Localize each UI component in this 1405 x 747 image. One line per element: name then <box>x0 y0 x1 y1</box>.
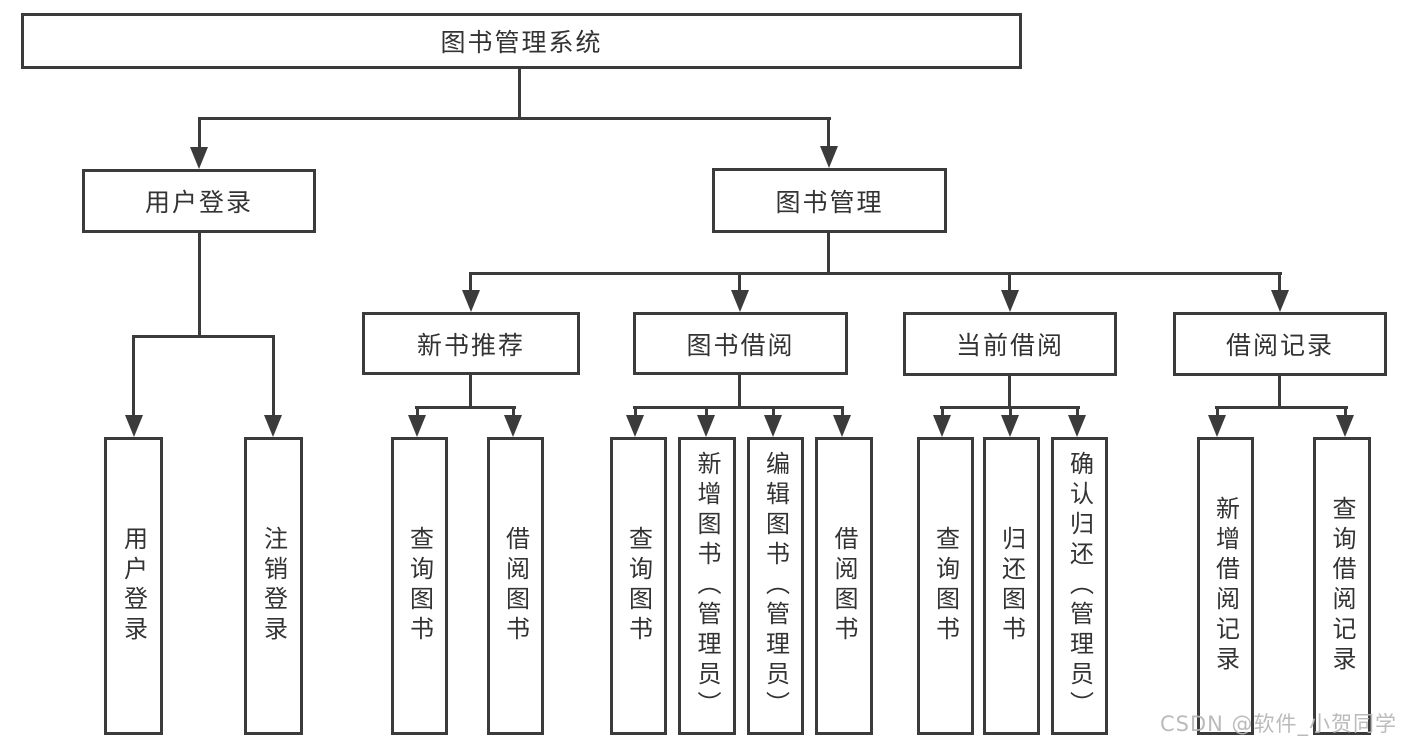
edge-line <box>1216 406 1219 420</box>
csdn-watermark: CSDN @软件_小贺同学 <box>1160 712 1398 736</box>
leaf-logout: 注销登录 <box>244 437 303 735</box>
edge-line <box>1076 406 1079 420</box>
leaf-label: 注销登录 <box>259 526 288 646</box>
edge-line <box>272 335 275 423</box>
edge-line <box>941 406 944 420</box>
node-book-management: 图书管理 <box>712 168 947 233</box>
leaf-label: 查询借阅记录 <box>1328 496 1356 676</box>
leaf-edit-book-admin: 编辑图书（管理员） <box>747 437 804 735</box>
arrow-down-icon <box>697 415 715 437</box>
arrow-down-icon <box>626 415 644 437</box>
edge-line <box>512 406 515 420</box>
leaf-label: 查询图书 <box>405 526 434 646</box>
edge-line <box>705 406 708 420</box>
node-label: 图书管理 <box>775 187 884 217</box>
edge-line <box>132 335 275 338</box>
leaf-add-borrow-record: 新增借阅记录 <box>1197 437 1254 735</box>
leaf-query-borrow-record: 查询借阅记录 <box>1313 437 1371 735</box>
edge-line <box>1215 406 1348 409</box>
edge-line <box>198 232 201 338</box>
arrow-down-icon <box>1208 415 1226 437</box>
node-label: 新书推荐 <box>416 330 525 360</box>
edge-line <box>416 406 419 420</box>
arrow-down-icon <box>264 415 282 437</box>
edge-line <box>633 406 844 409</box>
edge-line <box>1008 272 1011 302</box>
leaf-return-books: 归还图书 <box>983 437 1040 735</box>
leaf-add-book-admin: 新增图书（管理员） <box>678 437 736 735</box>
arrow-down-icon <box>1001 415 1019 437</box>
arrow-down-icon <box>1001 290 1019 312</box>
edge-line <box>1009 406 1012 420</box>
leaf-label: 借阅图书 <box>501 526 530 646</box>
leaf-label: 归还图书 <box>997 526 1026 646</box>
node-current-borrowing: 当前借阅 <box>903 312 1117 376</box>
arrow-down-icon <box>1068 415 1086 437</box>
arrow-down-icon <box>408 415 426 437</box>
leaf-user-login: 用户登录 <box>104 437 163 735</box>
edge-line <box>1278 272 1281 302</box>
edge-line <box>827 232 830 275</box>
edge-line <box>469 272 1282 275</box>
arrow-down-icon <box>1271 290 1289 312</box>
node-user-login: 用户登录 <box>82 169 316 233</box>
edge-line <box>198 117 831 120</box>
edge-line <box>738 374 741 409</box>
leaf-confirm-return-admin: 确认归还（管理员） <box>1051 437 1108 735</box>
arrow-down-icon <box>125 415 143 437</box>
arrow-down-icon <box>1336 415 1354 437</box>
arrow-down-icon <box>764 415 782 437</box>
leaf-label: 查询图书 <box>931 526 960 646</box>
edge-line <box>634 406 637 420</box>
arrow-down-icon <box>190 147 208 169</box>
arrow-down-icon <box>504 415 522 437</box>
edge-line <box>1344 406 1347 420</box>
arrow-down-icon <box>933 415 951 437</box>
leaf-label: 新增图书（管理员） <box>693 451 721 721</box>
node-label: 用户登录 <box>144 188 253 217</box>
arrow-down-icon <box>833 415 851 437</box>
leaf-borrow-books-recommend: 借阅图书 <box>487 437 544 735</box>
node-book-borrowing: 图书借阅 <box>633 312 848 375</box>
leaf-label: 借阅图书 <box>830 526 858 646</box>
node-label: 图书借阅 <box>686 330 795 360</box>
arrow-down-icon <box>820 146 838 168</box>
arrow-down-icon <box>462 290 480 312</box>
edge-line <box>415 406 516 409</box>
leaf-query-books-recommend: 查询图书 <box>391 437 448 735</box>
leaf-label: 确认归还（管理员） <box>1065 451 1094 721</box>
arrow-down-icon <box>731 290 749 312</box>
edge-line <box>841 406 844 420</box>
node-borrowing-records: 借阅记录 <box>1173 312 1387 376</box>
leaf-query-books-borrow: 查询图书 <box>610 437 667 735</box>
edge-line <box>132 335 135 423</box>
leaf-label: 查询图书 <box>624 526 653 646</box>
edge-line <box>518 68 521 120</box>
edge-line <box>772 406 775 420</box>
edge-line <box>1008 375 1011 409</box>
edge-line <box>469 374 472 409</box>
node-new-book-recommend: 新书推荐 <box>362 312 580 375</box>
leaf-label: 编辑图书（管理员） <box>761 451 790 721</box>
edge-line <box>827 117 830 155</box>
edge-line <box>738 272 741 302</box>
leaf-label: 用户登录 <box>119 526 148 646</box>
edge-line <box>198 117 201 155</box>
node-label: 当前借阅 <box>955 331 1064 360</box>
node-book-management-system: 图书管理系统 <box>21 13 1022 69</box>
leaf-borrow-books: 借阅图书 <box>815 437 873 735</box>
leaf-label: 新增借阅记录 <box>1211 496 1240 676</box>
node-label: 图书管理系统 <box>440 28 603 57</box>
edge-line <box>469 272 472 302</box>
leaf-query-books-current: 查询图书 <box>917 437 974 735</box>
edge-line <box>1278 375 1281 409</box>
node-label: 借阅记录 <box>1225 331 1334 360</box>
